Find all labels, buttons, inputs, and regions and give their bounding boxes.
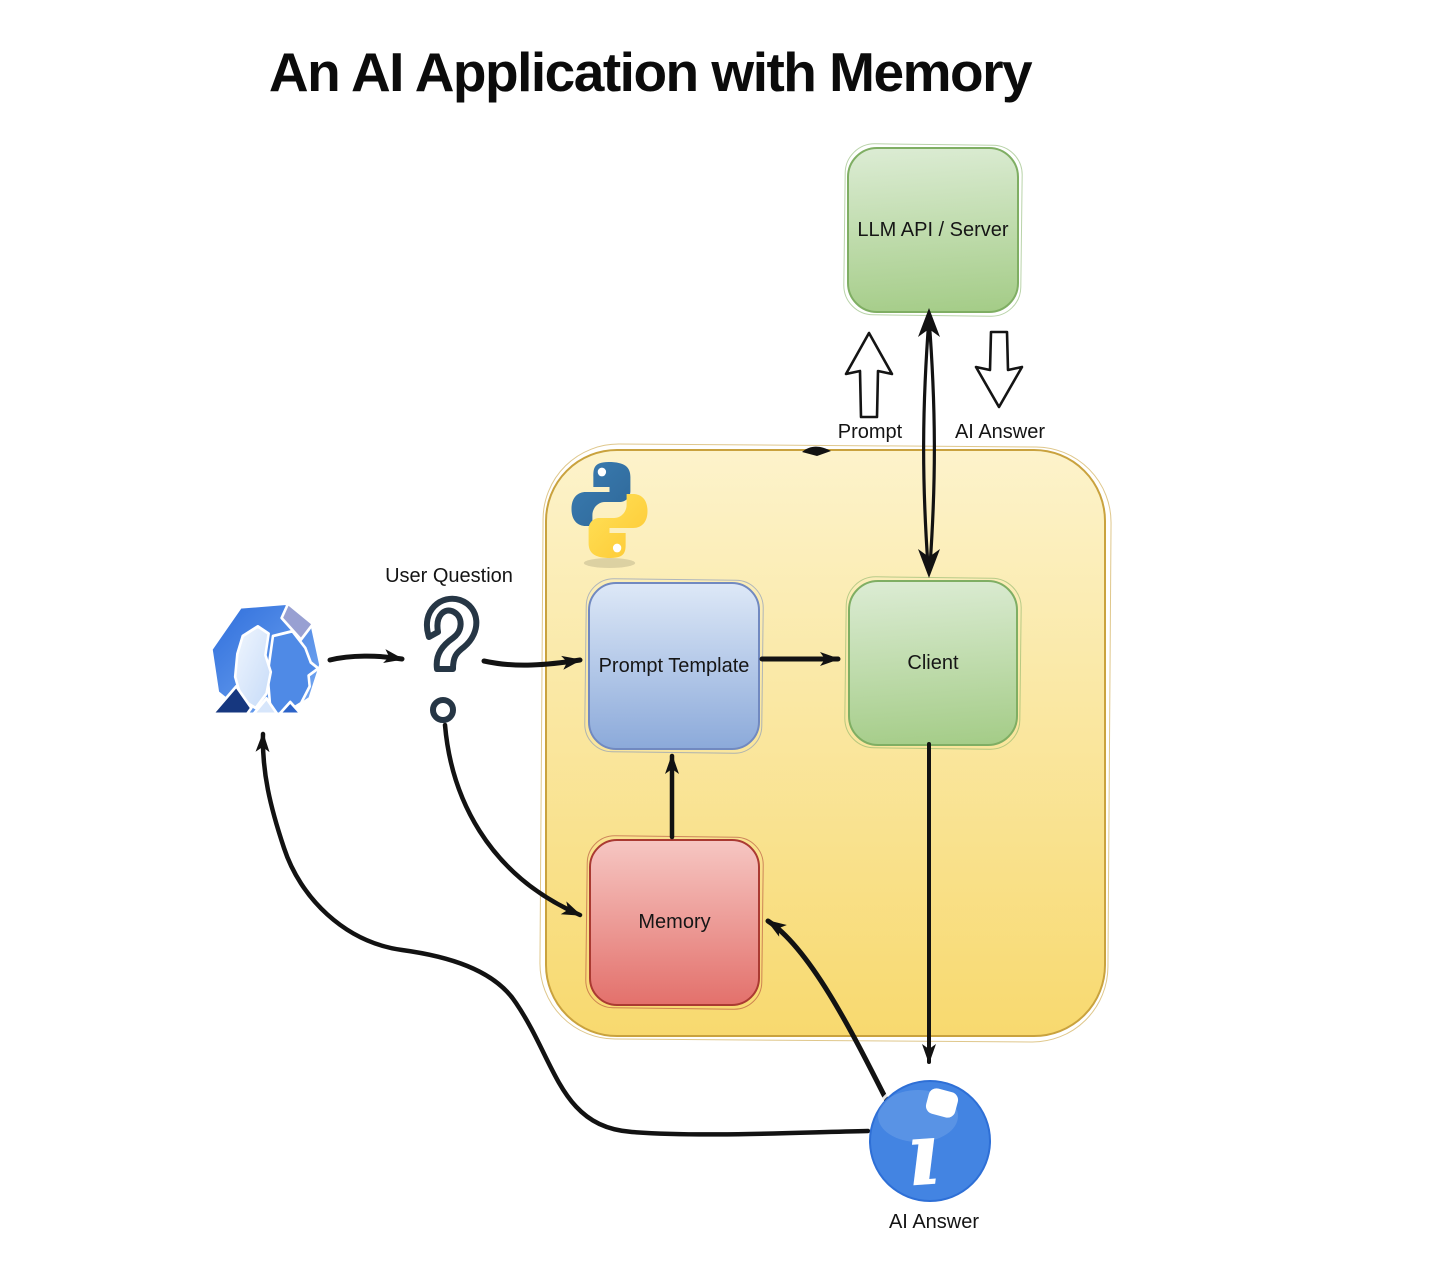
arrow-user-to-question	[327, 649, 405, 663]
ai-answer-result-label: AI Answer	[888, 1211, 980, 1233]
client-label: Client	[907, 651, 959, 674]
ai-answer-edge-label: AI Answer	[954, 421, 1046, 443]
node-memory: Memory	[589, 839, 760, 1006]
ai-answer-down-arrow-icon	[974, 330, 1024, 409]
node-prompt-template: Prompt Template	[588, 582, 760, 750]
info-icon-dot	[925, 1088, 959, 1118]
prompt-edge-label: Prompt	[837, 421, 903, 443]
node-client: Client	[848, 580, 1018, 746]
info-circle-icon: ı	[865, 1076, 995, 1207]
page-title: An AI Application with Memory	[268, 41, 1033, 103]
info-icon-glyph: ı	[903, 1100, 944, 1206]
prompt-up-arrow-icon	[844, 331, 894, 419]
user-head-icon	[210, 602, 322, 716]
question-mark-icon	[424, 595, 480, 723]
prompt-template-label: Prompt Template	[598, 654, 750, 677]
user-question-label: User Question	[385, 565, 513, 587]
node-llm-api-server: LLM API / Server	[847, 147, 1019, 313]
memory-label: Memory	[638, 911, 711, 933]
llm-api-server-label: LLM API / Server	[857, 218, 1009, 241]
